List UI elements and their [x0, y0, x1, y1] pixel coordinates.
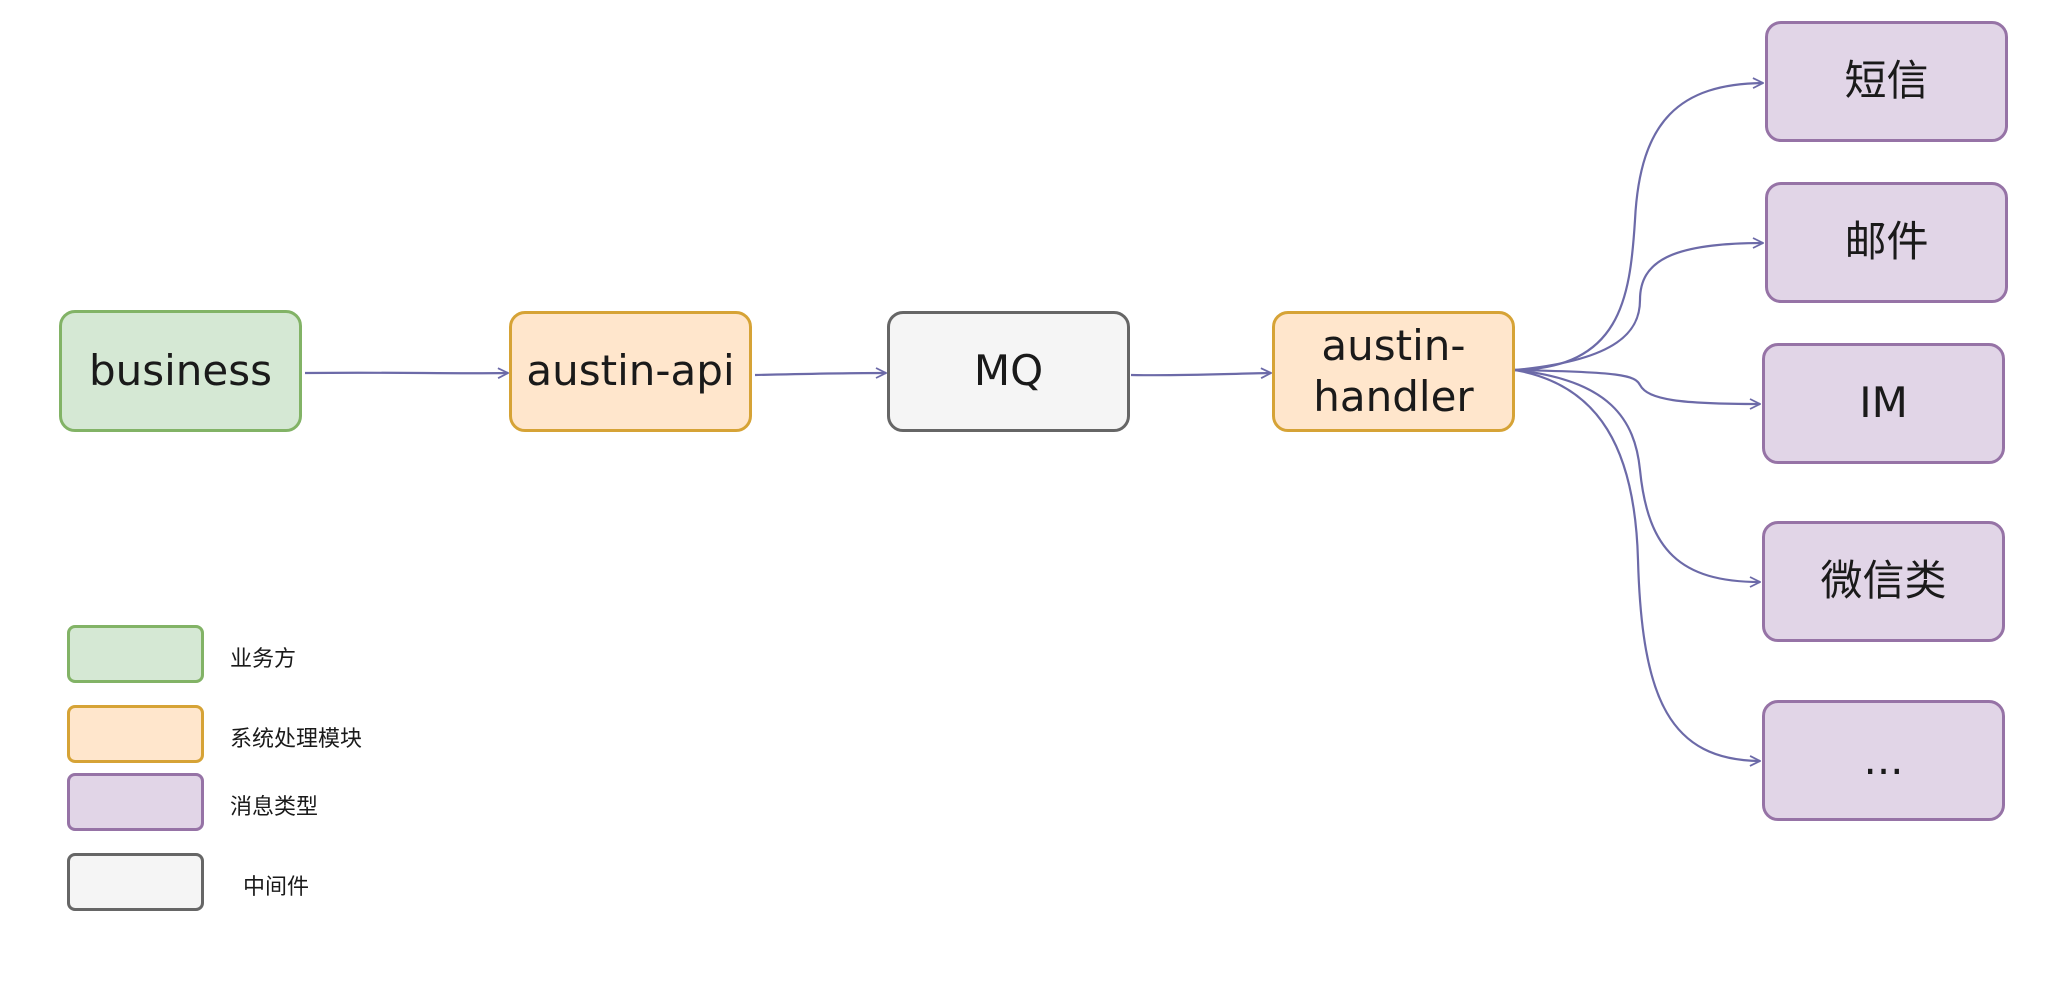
edge-api-to-mq: [754, 373, 886, 375]
node-im-label: IM: [1859, 378, 1908, 428]
node-mq-label: MQ: [973, 346, 1044, 396]
legend-swatch-system-module: [67, 705, 204, 763]
node-austin-api: austin-api: [509, 311, 752, 432]
node-austin-handler-label: austin- handler: [1313, 321, 1474, 421]
node-sms: 短信: [1765, 21, 2008, 142]
edge-handler-to-wechat: [1514, 368, 1760, 582]
node-austin-handler: austin- handler: [1272, 311, 1515, 432]
node-sms-label: 短信: [1844, 56, 1929, 106]
node-im: IM: [1762, 343, 2005, 464]
legend-swatch-message-type: [67, 773, 204, 831]
edge-mq-to-handler: [1130, 373, 1271, 375]
edge-handler-to-email: [1514, 243, 1763, 372]
legend-swatch-business-side: [67, 625, 204, 683]
edge-handler-to-sms: [1514, 83, 1763, 372]
edge-handler-to-more: [1514, 368, 1760, 761]
edge-business-to-api: [304, 373, 508, 374]
node-email-label: 邮件: [1844, 217, 1929, 267]
edge-handler-to-im: [1514, 368, 1760, 404]
node-email: 邮件: [1765, 182, 2008, 303]
node-wechat-label: 微信类: [1820, 556, 1947, 606]
legend-swatch-middleware: [67, 853, 204, 911]
legend-label-message-type: 消息类型: [230, 795, 319, 820]
node-wechat: 微信类: [1762, 521, 2005, 642]
node-more: ...: [1762, 700, 2005, 821]
legend-label-middleware: 中间件: [243, 875, 310, 900]
node-mq: MQ: [887, 311, 1130, 432]
node-business-label: business: [88, 345, 273, 395]
legend-label-system-module: 系统处理模块: [230, 727, 363, 752]
node-austin-api-label: austin-api: [526, 346, 735, 396]
node-business: business: [59, 310, 302, 432]
legend-label-business-side: 业务方: [230, 647, 297, 672]
node-more-label: ...: [1863, 735, 1904, 785]
